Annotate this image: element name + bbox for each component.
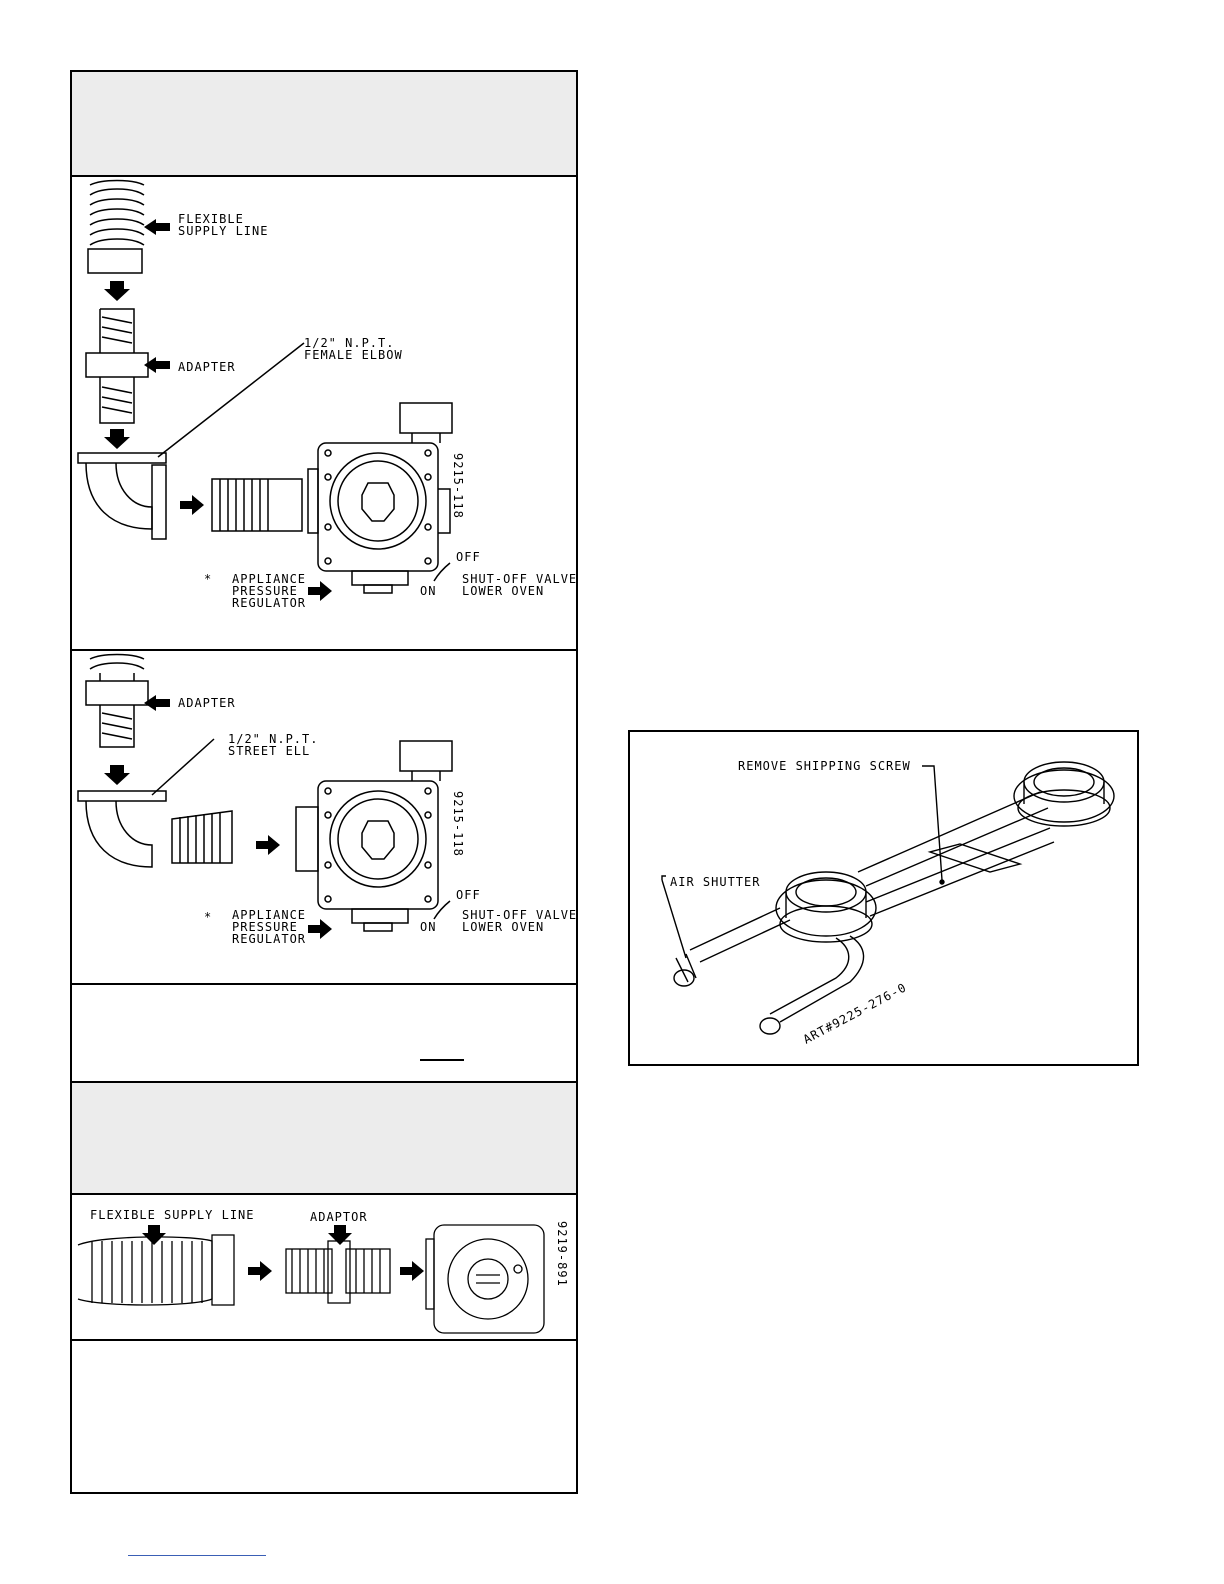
art-number-label: ART#9225-276-0 xyxy=(801,980,909,1046)
shutoff-valve-label-2: LOWER OVEN xyxy=(462,584,544,598)
asterisk-mark: * xyxy=(204,910,212,924)
street-ell-label-1: 1/2" N.P.T. xyxy=(228,732,318,746)
flexible-adaptor-diagram: FLEXIBLE SUPPLY LINE ADAPTOR 9219-891 xyxy=(77,1208,569,1334)
figure-flexible-adaptor: FLEXIBLE SUPPLY LINE ADAPTOR 9219-891 xyxy=(72,1193,576,1339)
note-band xyxy=(72,983,576,1081)
off-label: OFF xyxy=(456,888,481,902)
regulator-label-1: APPLIANCE xyxy=(232,908,306,922)
regulator-label-3: REGULATOR xyxy=(232,596,306,610)
adapter-label: ADAPTER xyxy=(178,696,236,710)
elbow-label-1: 1/2" N.P.T. xyxy=(304,336,394,350)
off-label: OFF xyxy=(456,550,481,564)
burner-assembly-diagram: REMOVE SHIPPING SCREW AIR SHUTTER ART#92… xyxy=(661,759,1115,1047)
flexible-supply-line-label-1: FLEXIBLE xyxy=(178,212,244,226)
adapter-label: ADAPTER xyxy=(178,360,236,374)
figure-regulator-elbow: FLEXIBLE SUPPLY LINE ADAPTER 1/2" N.P.T.… xyxy=(72,175,576,649)
remove-shipping-screw-label: REMOVE SHIPPING SCREW xyxy=(738,759,911,773)
left-instruction-column: FLEXIBLE SUPPLY LINE ADAPTER 1/2" N.P.T.… xyxy=(70,70,578,1494)
regulator-label-2: PRESSURE xyxy=(232,920,298,934)
underline-mark xyxy=(420,1059,464,1061)
art-number-label: 9215-118 xyxy=(451,453,465,519)
adaptor-label: ADAPTOR xyxy=(310,1210,368,1224)
header-band-2 xyxy=(72,1081,576,1193)
header-band-1 xyxy=(72,72,576,175)
footer-link-underline[interactable] xyxy=(128,1555,266,1556)
regulator-label-2: PRESSURE xyxy=(232,584,298,598)
elbow-label-2: FEMALE ELBOW xyxy=(304,348,403,362)
air-shutter-label: AIR SHUTTER xyxy=(670,875,760,889)
regulator-label-3: REGULATOR xyxy=(232,932,306,946)
figure-regulator-street-ell: ADAPTER 1/2" N.P.T. STREET ELL 9215-118 … xyxy=(72,649,576,983)
art-number-label: 9219-891 xyxy=(555,1221,569,1287)
regulator-label-1: APPLIANCE xyxy=(232,572,306,586)
shutoff-valve-label-1: SHUT-OFF VALVE xyxy=(462,908,576,922)
art-number-label: 9215-118 xyxy=(451,791,465,857)
regulator-elbow-diagram: FLEXIBLE SUPPLY LINE ADAPTER 1/2" N.P.T.… xyxy=(77,179,576,610)
street-ell-label-2: STREET ELL xyxy=(228,744,310,758)
on-label: ON xyxy=(420,584,436,598)
shutoff-valve-label-1: SHUT-OFF VALVE xyxy=(462,572,576,586)
regulator-street-ell-diagram: ADAPTER 1/2" N.P.T. STREET ELL 9215-118 … xyxy=(77,653,576,946)
on-label: ON xyxy=(420,920,436,934)
flexible-supply-line-label: FLEXIBLE SUPPLY LINE xyxy=(90,1208,255,1222)
flexible-supply-line-label-2: SUPPLY LINE xyxy=(178,224,268,238)
asterisk-mark: * xyxy=(204,572,212,586)
shutoff-valve-label-2: LOWER OVEN xyxy=(462,920,544,934)
burner-assembly-figure: REMOVE SHIPPING SCREW AIR SHUTTER ART#92… xyxy=(628,730,1139,1066)
bottom-text-band xyxy=(72,1339,576,1494)
